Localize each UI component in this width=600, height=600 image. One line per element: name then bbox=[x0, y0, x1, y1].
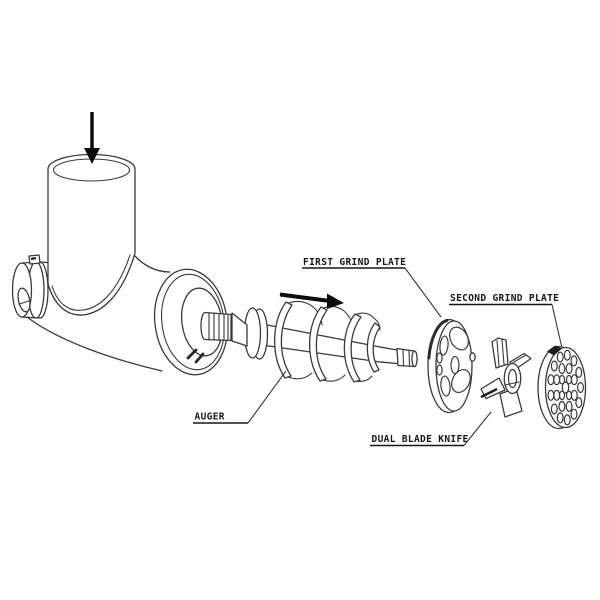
callouts: FIRST GRIND PLATE SECOND GRIND PLATE AUG… bbox=[193, 257, 563, 447]
second-grind-plate-label: SECOND GRIND PLATE bbox=[450, 293, 559, 304]
auger-flight bbox=[366, 322, 381, 373]
plate-keyway-notch bbox=[469, 352, 476, 362]
collar-tab bbox=[28, 254, 41, 265]
leader-line bbox=[404, 267, 442, 318]
auger bbox=[200, 300, 418, 383]
right-arrow-icon bbox=[279, 292, 344, 309]
collar-slot bbox=[17, 287, 31, 313]
first-grind-plate bbox=[427, 318, 476, 414]
auger-spline-end bbox=[200, 311, 232, 342]
feed-tube bbox=[47, 153, 136, 316]
auger-flight bbox=[308, 306, 328, 382]
leader-line bbox=[551, 304, 563, 347]
knife-hub bbox=[503, 362, 522, 395]
flange-shading bbox=[186, 348, 198, 360]
down-arrow-icon bbox=[84, 112, 100, 164]
callout-second-grind-plate: SECOND GRIND PLATE bbox=[449, 293, 563, 347]
body-collar bbox=[11, 254, 49, 319]
auger-shaft-end bbox=[379, 346, 418, 368]
auger-flight bbox=[343, 313, 362, 383]
plate-rim-shading bbox=[427, 319, 449, 360]
auger-label: AUGER bbox=[195, 412, 225, 423]
leader-line bbox=[247, 370, 287, 424]
dual-blade-knife-label: DUAL BLADE KNIFE bbox=[372, 434, 469, 445]
callout-dual-blade-knife: DUAL BLADE KNIFE bbox=[370, 411, 492, 447]
callout-first-grind-plate: FIRST GRIND PLATE bbox=[302, 257, 442, 318]
leader-line bbox=[463, 411, 492, 446]
first-grind-plate-label: FIRST GRIND PLATE bbox=[303, 257, 406, 268]
auger-flight bbox=[273, 301, 293, 379]
callout-auger: AUGER bbox=[193, 370, 287, 424]
dual-blade-knife bbox=[480, 337, 532, 418]
plate-keyway-notch bbox=[547, 345, 562, 356]
second-grind-plate bbox=[537, 345, 587, 430]
